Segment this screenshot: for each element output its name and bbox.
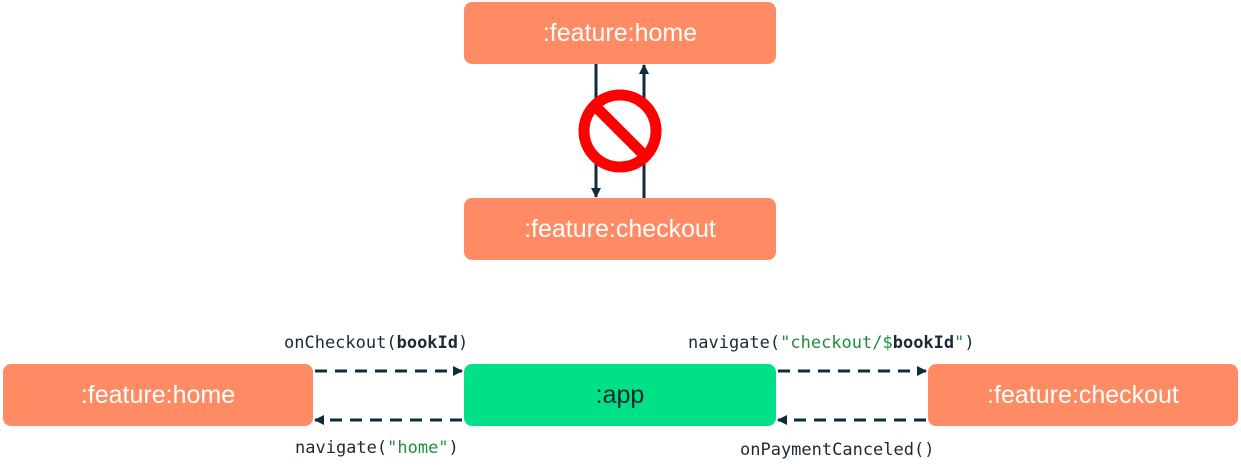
app-node: :app — [464, 364, 776, 426]
top-checkout-label: :feature:checkout — [524, 214, 716, 243]
app-label: :app — [595, 380, 645, 409]
bottom-home-label: :feature:home — [80, 380, 236, 409]
bottom-checkout-node: :feature:checkout — [928, 364, 1238, 426]
top-checkout-node: :feature:checkout — [464, 198, 776, 260]
prohibited-icon — [578, 89, 662, 173]
top-home-label: :feature:home — [542, 18, 698, 47]
bottom-checkout-label: :feature:checkout — [987, 380, 1179, 409]
top-home-node: :feature:home — [464, 2, 776, 64]
on-checkout-label: onCheckout(bookId) — [284, 333, 469, 353]
bottom-home-node: :feature:home — [3, 364, 313, 426]
on-payment-canceled-label: onPaymentCanceled() — [740, 440, 935, 460]
navigate-checkout-label: navigate("checkout/$bookId") — [688, 333, 975, 353]
navigate-home-label: navigate("home") — [295, 438, 459, 458]
